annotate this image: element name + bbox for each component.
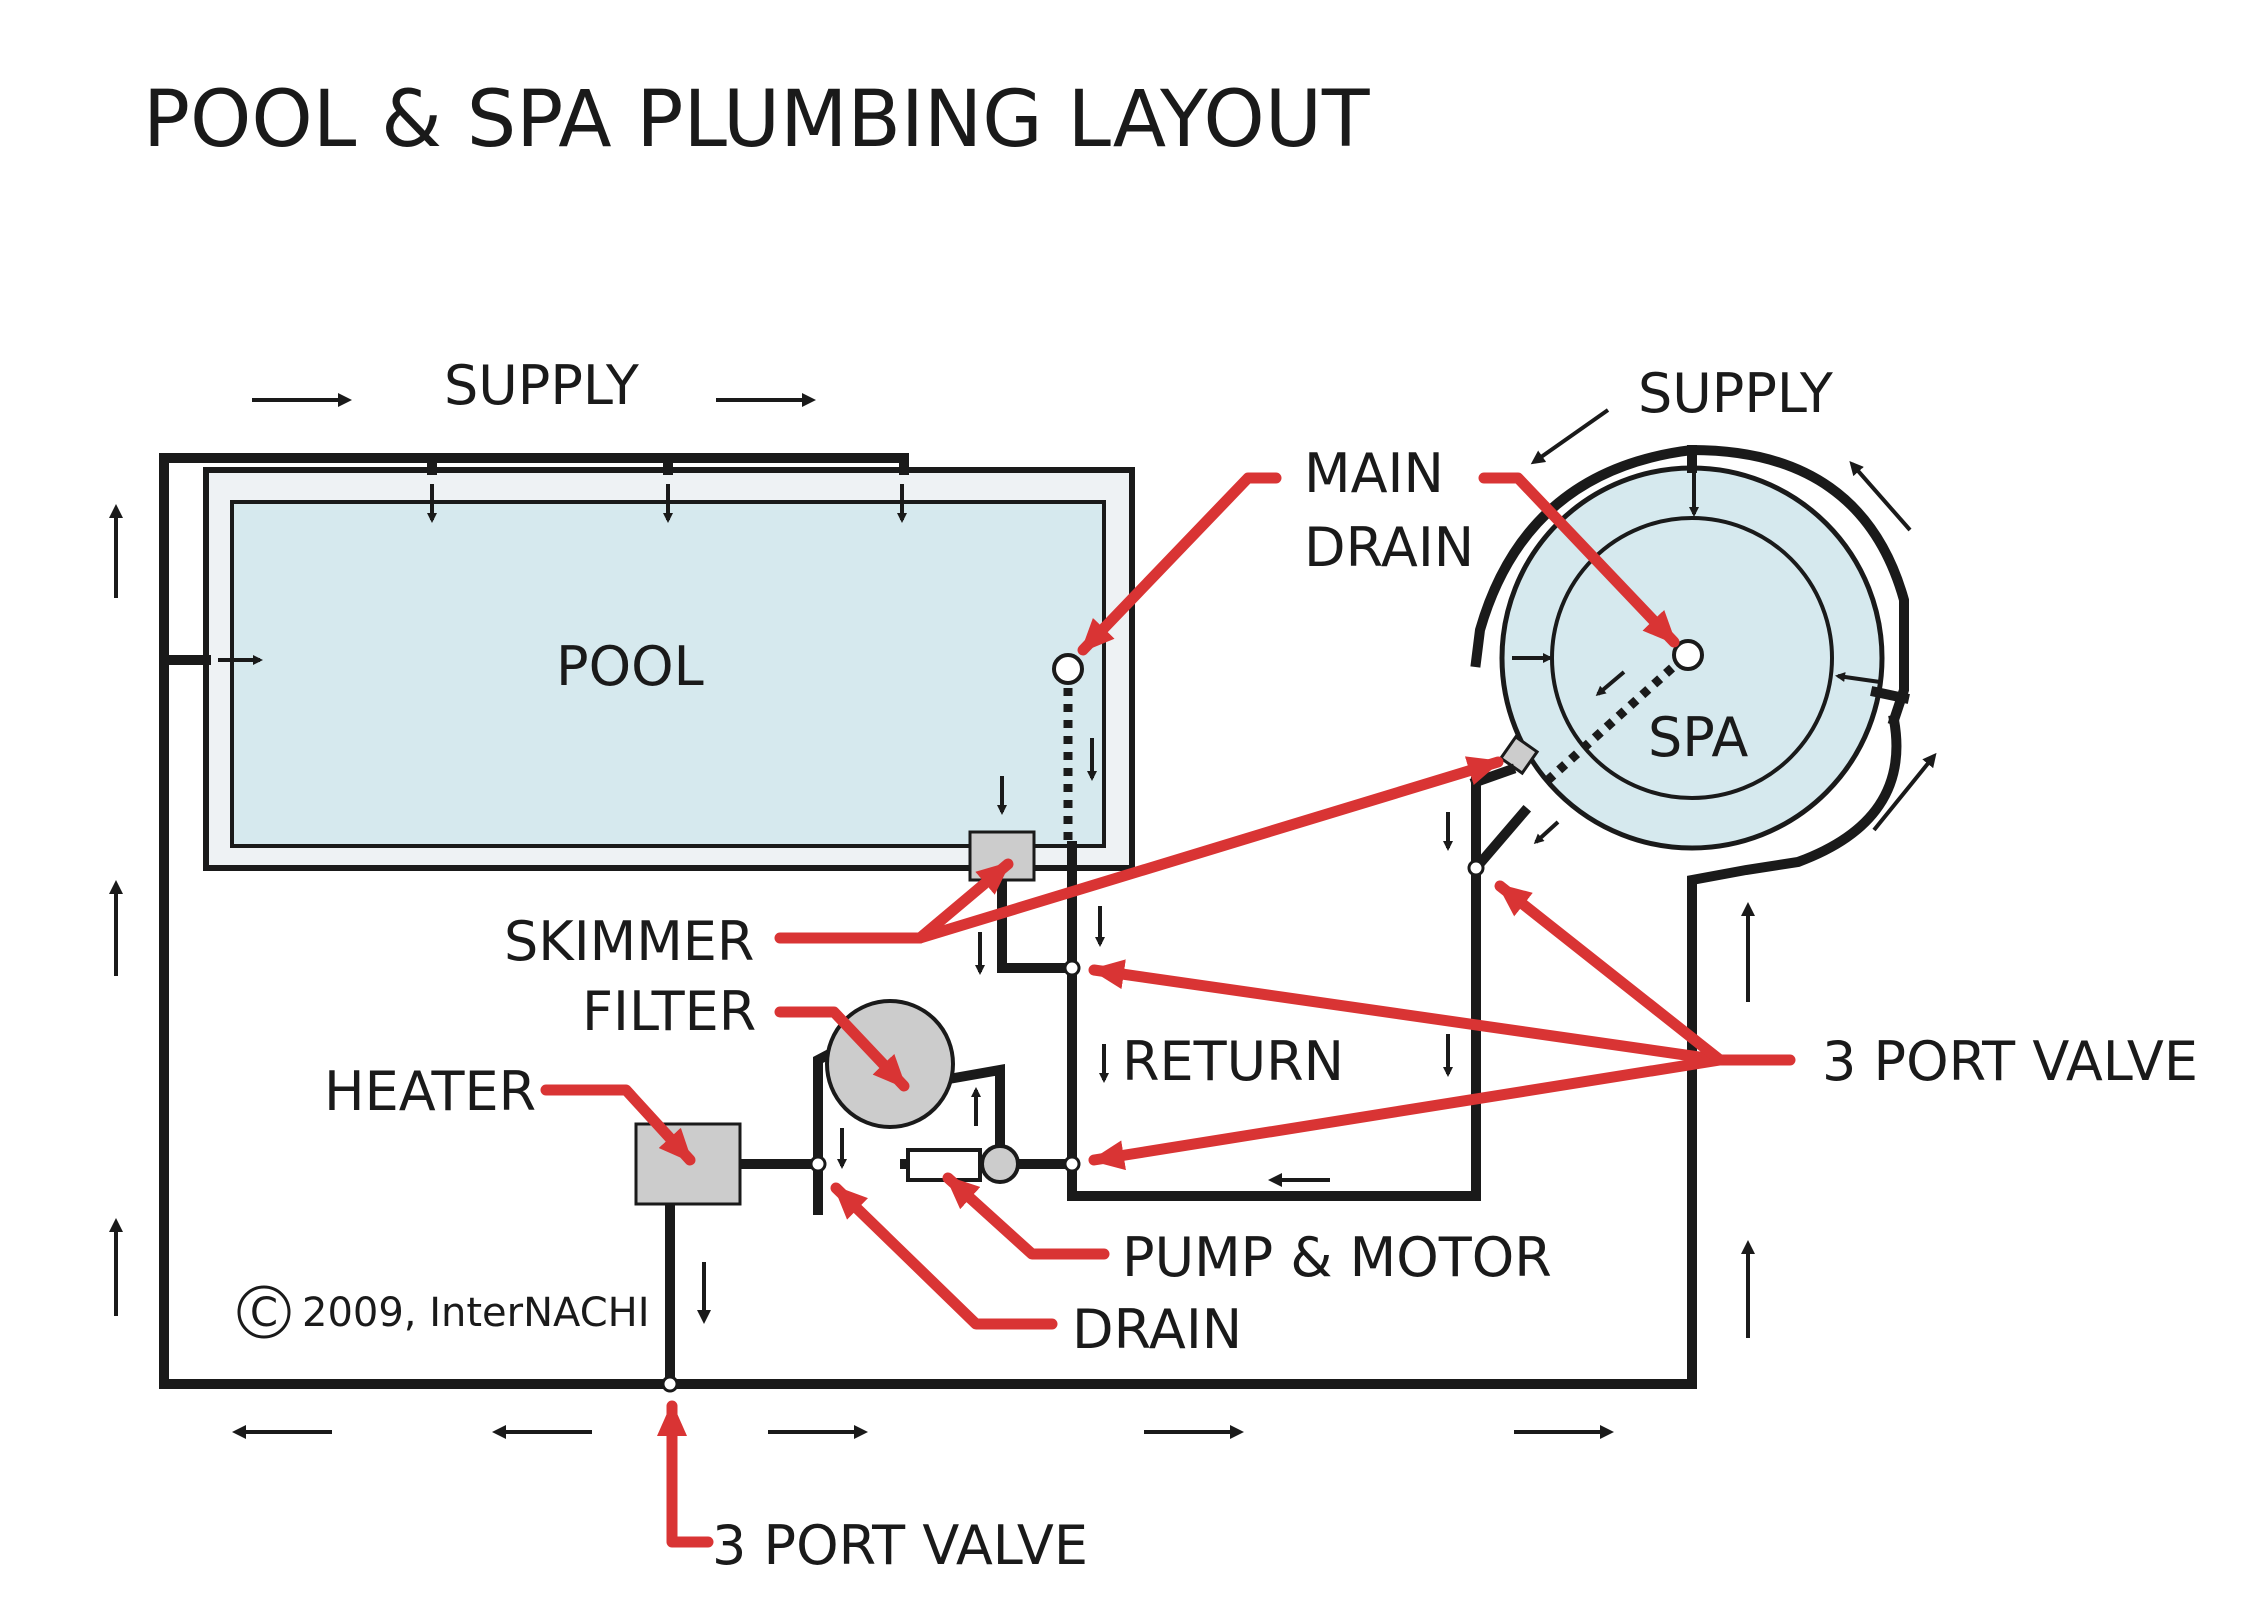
spa-label: SPA	[1648, 706, 1748, 769]
equipment	[634, 830, 1485, 1393]
main-drain-label-line1: MAIN	[1304, 442, 1444, 505]
main-drain-line-spa	[1544, 664, 1676, 784]
flow-arrow	[1849, 460, 1912, 532]
skimmer-return-pipe	[997, 871, 1077, 973]
flow-arrows	[109, 393, 1937, 1439]
main-drain-label-line2: DRAIN	[1304, 516, 1474, 579]
heater-leader	[540, 1084, 696, 1166]
valve-bottom	[661, 1375, 679, 1393]
valve-skimmer	[1063, 959, 1081, 977]
drain-valve	[809, 1155, 827, 1173]
copyright-symbol-ring	[237, 1285, 291, 1339]
flow-arrow	[1835, 672, 1881, 684]
pool: POOL	[203, 467, 1135, 871]
three-port-valve-label-bottom: 3 PORT VALVE	[712, 1514, 1088, 1577]
spa-return-pipe	[1067, 863, 1481, 1201]
pump-motor-leader	[942, 1172, 1110, 1260]
pool-main-drain	[1052, 653, 1084, 685]
supply-label-spa: SUPPLY	[1638, 362, 1834, 425]
valve-pump	[1063, 1155, 1081, 1173]
valve-spa	[1467, 859, 1485, 877]
valve-leader-pump	[1088, 1054, 1726, 1171]
flow-arrow	[1533, 820, 1560, 845]
supply-label-pool: SUPPLY	[444, 354, 640, 417]
spa-main-drain	[1672, 639, 1704, 671]
skimmer-label: SKIMMER	[504, 910, 754, 973]
pump-housing	[980, 1144, 1020, 1184]
copyright: C 2009, InterNACHI	[237, 1285, 650, 1339]
heater-label: HEATER	[324, 1060, 536, 1123]
filter-label: FILTER	[582, 980, 756, 1043]
piping	[159, 444, 1910, 1389]
copyright-text: 2009, InterNACHI	[302, 1290, 650, 1336]
flow-arrow	[1530, 408, 1610, 465]
drain-leader	[830, 1182, 1058, 1330]
filter-pipe	[937, 1064, 1005, 1155]
main-drain-leader-spa	[1478, 472, 1680, 648]
pool-water	[230, 500, 1106, 848]
drain-label: DRAIN	[1072, 1298, 1242, 1361]
flow-arrow	[1595, 670, 1626, 696]
return-label: RETURN	[1122, 1030, 1344, 1093]
pump-motor-label: PUMP & MOTOR	[1122, 1226, 1552, 1289]
callout-leaders	[540, 472, 1796, 1548]
skimmer-leader-spa	[914, 756, 1504, 944]
valve-leader-spa	[1494, 880, 1726, 1066]
diagram-title: POOL & SPA PLUMBING LAYOUT	[143, 75, 1370, 165]
main-drain-leader-pool	[1077, 472, 1282, 656]
pool-label: POOL	[556, 635, 704, 698]
valve-leader-bottom	[657, 1400, 714, 1548]
copyright-symbol: C	[250, 1290, 278, 1336]
pool-supply-pipe	[159, 453, 1902, 1389]
flow-arrow	[1872, 752, 1937, 832]
filter-leader	[774, 1006, 910, 1092]
labels: SUPPLY SUPPLY MAIN DRAIN SKIMMER FILTER …	[324, 354, 2198, 1577]
three-port-valve-label-right: 3 PORT VALVE	[1822, 1030, 2198, 1093]
